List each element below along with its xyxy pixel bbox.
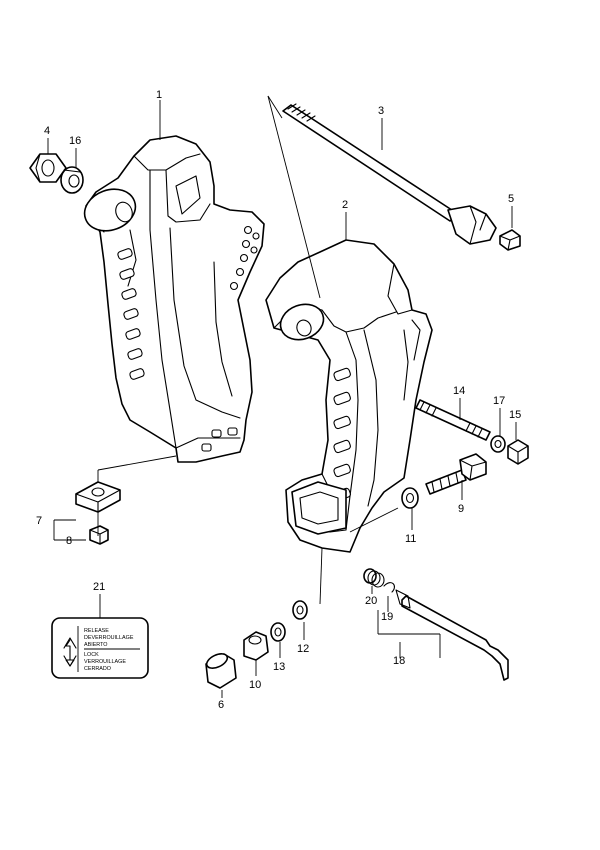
decal-text-release: RELEASE (84, 628, 109, 634)
callout-1: 1 (156, 89, 162, 101)
decal-text-cerrado: CERRADO (84, 666, 111, 672)
clamp-shaft-3 (282, 103, 497, 245)
callout-19: 19 (381, 611, 393, 623)
callout-16: 16 (69, 135, 81, 147)
callout-17: 17 (493, 395, 505, 407)
clip-19 (383, 582, 395, 593)
callout-21: 21 (93, 581, 105, 593)
callout-4: 4 (44, 125, 50, 137)
callout-6: 6 (218, 699, 224, 711)
decal-text-abierto: ABIERTO (84, 642, 107, 648)
callout-2: 2 (342, 199, 348, 211)
callout-9: 9 (458, 503, 464, 515)
callout-labels: 1 2 3 4 5 6 7 8 9 10 11 12 13 14 15 16 1… (36, 89, 521, 711)
bushing-16 (60, 166, 84, 194)
nut-4 (29, 153, 67, 183)
decal-text-lock: LOCK (84, 652, 99, 658)
callout-11: 11 (405, 533, 416, 545)
washer-11 (401, 487, 419, 509)
stud-bolt-14 (415, 399, 491, 441)
callout-12: 12 (297, 643, 309, 655)
plate-7 (75, 481, 121, 513)
spring-20 (363, 568, 385, 588)
collar-6 (205, 653, 237, 689)
callout-20: 20 (365, 595, 377, 607)
callout-5: 5 (508, 193, 514, 205)
callout-10: 10 (249, 679, 261, 691)
washer-13 (270, 622, 286, 642)
bolt-8 (89, 525, 109, 545)
clamp-bracket-1 (83, 135, 265, 463)
callout-18: 18 (393, 655, 405, 667)
washer-17 (490, 435, 506, 453)
decal-21: RELEASE DEVERROUILLAGE ABIERTO LOCK VERR… (51, 617, 149, 679)
callout-8: 8 (66, 535, 72, 547)
cap-nut-15 (507, 439, 529, 465)
clamp-bracket-2 (265, 239, 433, 553)
washer-12 (292, 600, 308, 620)
decal-text-deverrouillage: DEVERROUILLAGE (84, 635, 134, 641)
callout-13: 13 (273, 661, 285, 673)
lock-rod-18 (395, 589, 509, 681)
bolt-9 (425, 453, 487, 495)
callout-3: 3 (378, 105, 384, 117)
callout-15: 15 (509, 409, 521, 421)
callout-7: 7 (36, 515, 42, 527)
cap-5 (499, 229, 521, 251)
callout-14: 14 (453, 385, 465, 397)
decal-text-verrouillage: VERROUILLAGE (84, 659, 126, 665)
nut-10 (243, 631, 269, 661)
leader-lines (47, 95, 517, 698)
